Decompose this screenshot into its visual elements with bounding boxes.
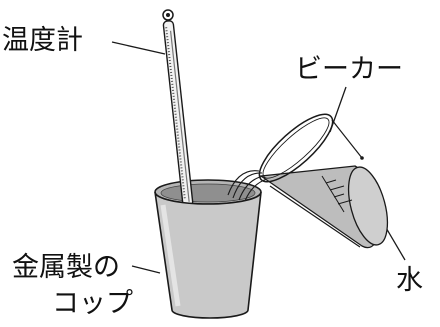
thermometer-column [169,30,190,202]
water-label: 水 [396,265,423,296]
beaker-rim-inner [262,117,330,179]
beaker-lower-side [269,185,361,248]
metal-cup [154,191,262,319]
thermometer-label: 温度計 [2,25,83,56]
cup-shading [160,204,181,307]
cup-leader-line [131,265,161,274]
thermometer-leader-line [111,41,166,55]
cup-label-line2: コップ [52,288,133,319]
beaker-upper-side [331,119,363,159]
cup-inside [160,183,256,203]
beaker-label: ビーカー [295,54,403,85]
cup-label-line1: 金属製の [12,252,120,283]
thermometer-scale [165,27,186,201]
beaker-bottom [347,166,389,246]
beaker-edge-point [360,156,364,160]
thermometer [162,9,194,207]
beaker-rim [258,113,334,183]
beaker-graduations [321,175,353,213]
beaker [258,113,364,248]
